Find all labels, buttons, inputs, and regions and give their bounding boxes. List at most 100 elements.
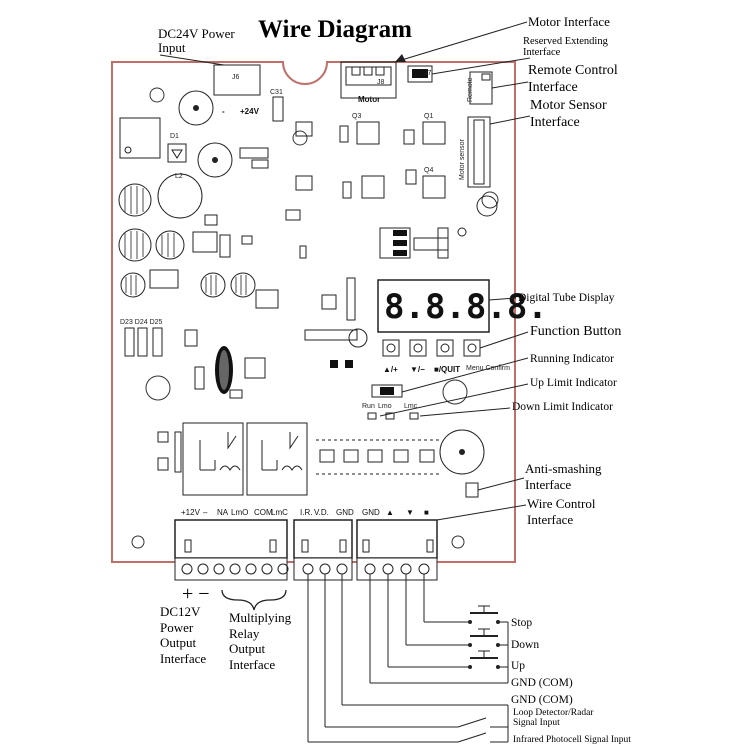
pcb-outline	[111, 61, 516, 563]
up-limit-indicator-label: Up Limit Indicator	[530, 377, 617, 389]
indicator-lmo-text: Lmo	[378, 403, 392, 410]
multiplying-relay-label: Multiplying Relay Output Interface	[229, 610, 292, 672]
svg-text:L2: L2	[175, 173, 183, 180]
gnd-com-label-1: GND (COM)	[511, 677, 573, 689]
terminal-label: GND	[362, 508, 380, 517]
digital-tube-display	[377, 279, 490, 333]
infrared-photocell-label: Infrared Photocell Signal Input	[513, 735, 631, 745]
loop-detector-label: Loop Detector/Radar Signal Input	[513, 708, 594, 728]
svg-text:Q1: Q1	[424, 113, 433, 120]
anti-smashing-interface-label: Anti-smashing Interface	[525, 461, 602, 492]
remote-label: Remote	[467, 77, 474, 102]
buzzer	[439, 429, 485, 475]
power-input-connector	[213, 64, 261, 96]
diagram-title: Wire Diagram	[258, 16, 412, 43]
terminal-block-j3	[356, 519, 438, 581]
mounting-hole	[131, 535, 145, 549]
anti-smashing-connector	[465, 482, 479, 498]
relay-k2	[182, 422, 244, 496]
function-buttons[interactable]	[382, 339, 481, 357]
mounting-hole	[145, 375, 171, 401]
capacitor	[197, 142, 233, 178]
capacitor	[118, 183, 152, 217]
svg-text:J7: J7	[424, 70, 432, 77]
terminal-label: V.D.	[314, 508, 329, 517]
svg-text:C31: C31	[270, 89, 283, 96]
capacitor	[178, 90, 214, 126]
up-limit-indicator-led	[385, 412, 395, 420]
function-button-label: Function Button	[530, 324, 622, 339]
motor-sensor-connector	[467, 116, 491, 188]
terminal-label: ▲	[386, 508, 394, 517]
button-label-up: ▲/+	[383, 365, 398, 374]
inductor	[157, 173, 203, 219]
motor-sensor-label: Motor sensor	[459, 138, 466, 180]
svg-text:D23 D24 D25: D23 D24 D25	[120, 319, 163, 326]
pushbutton-down	[468, 628, 500, 647]
display-digits: 8.8.8.8.	[384, 287, 548, 327]
dc24v-power-input-label: DC24V Power Input	[158, 26, 235, 55]
callout-lines	[159, 21, 531, 521]
svg-text:Q3: Q3	[352, 113, 361, 120]
terminal-label: –	[203, 508, 208, 517]
relay-brace	[221, 589, 287, 611]
down-limit-indicator-led	[409, 412, 419, 420]
button-label-down: ▼/−	[410, 365, 425, 374]
motor-connector-label: Motor	[358, 95, 380, 104]
indicator-run-text: Run	[362, 403, 375, 410]
terminal-label: I.R.	[300, 508, 312, 517]
motor-connector	[340, 61, 397, 99]
terminal-label: +12V	[181, 508, 201, 517]
terminal-label: LmO	[231, 508, 248, 517]
wire-control-interface-label: Wire Control Interface	[527, 496, 596, 527]
ic-chip	[119, 117, 161, 159]
terminal-label: GND	[336, 508, 354, 517]
capacitor	[118, 228, 152, 262]
mounting-hole	[442, 379, 468, 405]
motor-sensor-interface-label: Motor Sensor Interface	[530, 98, 607, 130]
mounting-hole	[149, 87, 165, 103]
capacitor	[230, 272, 256, 298]
running-indicator-label: Running Indicator	[530, 353, 614, 365]
down-limit-indicator-label: Down Limit Indicator	[512, 401, 613, 413]
down-label: Down	[511, 639, 540, 651]
capacitor	[200, 272, 226, 298]
terminal-block-j2	[293, 519, 353, 581]
mounting-hole	[292, 130, 308, 146]
up-label: Up	[511, 660, 526, 672]
mounting-hole	[451, 535, 465, 549]
terminal-label: COM	[254, 508, 273, 517]
gnd-com-label-2: GND (COM)	[511, 694, 573, 706]
digital-tube-display-label: Digital Tube Display	[518, 292, 615, 304]
reserved-extending-interface-label: Reserved Extending Interface	[523, 36, 608, 59]
pushbutton-stop	[468, 605, 500, 624]
minus-mark: -	[222, 107, 225, 116]
svg-text:Q4: Q4	[424, 167, 433, 174]
button-label-quit: ■/QUIT	[434, 365, 460, 374]
remote-control-interface-label: Remote Control Interface	[528, 63, 618, 95]
plus24v-mark: +24V	[240, 107, 260, 116]
motor-interface-label: Motor Interface	[528, 14, 610, 29]
running-indicator-led	[367, 412, 377, 420]
relay-k1	[246, 422, 308, 496]
svg-text:J6: J6	[232, 74, 240, 81]
terminal-label: NA	[217, 508, 229, 517]
wiring	[307, 574, 509, 743]
dc12v-output-label: DC12V Power Output Interface	[160, 604, 207, 666]
terminal-label: ■	[424, 508, 429, 517]
terminal-label: LmC	[271, 508, 288, 517]
svg-text:J8: J8	[377, 79, 385, 86]
stop-label: Stop	[511, 617, 533, 629]
mounting-hole	[481, 191, 499, 209]
terminal-label: ▼	[406, 508, 414, 517]
capacitor	[476, 195, 498, 217]
indicator-lmc-text: Lmc	[404, 403, 418, 410]
capacitor	[120, 272, 146, 298]
capacitor	[155, 230, 185, 260]
svg-text:D1: D1	[170, 133, 179, 140]
pushbutton-up	[468, 650, 500, 669]
plus-minus-mark: + −	[182, 583, 210, 605]
